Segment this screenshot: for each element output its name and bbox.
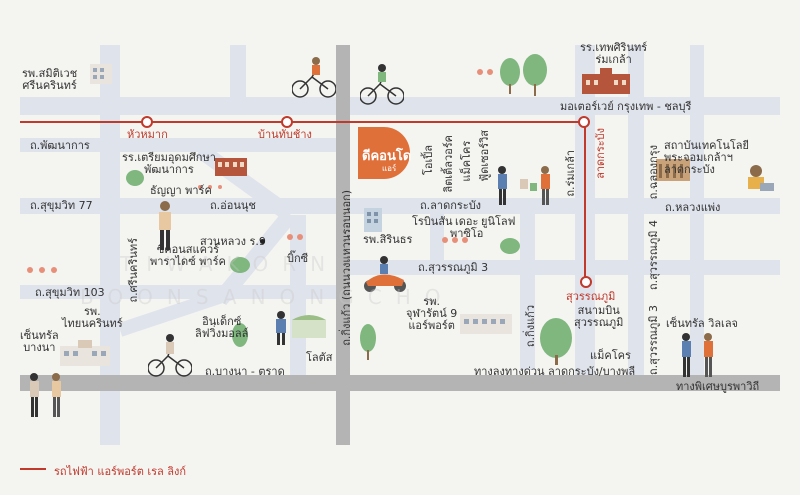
label-big-c: บิ๊กซี [287, 252, 309, 265]
couple-shopping-icon [682, 333, 713, 377]
road-phatthanakan [20, 138, 340, 152]
airport-rail-link [20, 121, 585, 123]
label-chularat9: รพ. จุฬารัตน์ 9 แอร์พอร์ต [406, 295, 458, 332]
road-kanchanaphisek [336, 45, 350, 445]
siriron-hospital-icon [364, 208, 382, 232]
label-station-hua-mak: หัวหมาก [127, 128, 168, 141]
label-on-nut: ถ.อ่อนนุช [210, 199, 256, 212]
label-thanya-park: ธัญญา พาร์ค [150, 184, 212, 197]
cyclist-icon [292, 57, 336, 98]
label-motorway: มอเตอร์เวย์ กรุงเทพ - ชลบุรี [560, 100, 692, 113]
label-bangna-trat: ถ.บางนา - ตราด [205, 365, 285, 378]
watermark: TIWAKORN [120, 252, 340, 276]
label-lat-krabang-road: ถ.ลาดกระบัง [420, 199, 482, 212]
label-lotus: โลตัส [306, 351, 333, 364]
road-upper-v [230, 45, 246, 105]
label-makro: แม็คโคร [590, 349, 631, 362]
label-airport: สนามบิน สุวรรณภูมิ [574, 304, 624, 329]
road-luang-phaeng-v [690, 45, 704, 375]
station-hua-mak[interactable] [141, 116, 153, 128]
label-index-living: อินเด็กซ์ ลิฟวิ่งมอลล์ [195, 315, 249, 340]
lotus-store-icon [292, 315, 326, 338]
label-romklao-road: ถ.ร่มเกล้า [564, 150, 577, 197]
suan-luang-dot [260, 239, 265, 244]
label-triam-udom: รร.เตรียมอุดมศึกษา พัฒนาการ [122, 151, 216, 176]
label-thai-nakarin: รพ. ไทยนครินทร์ [62, 305, 123, 330]
label-chalongkrung-road: ถ.ฉลองกรุง [647, 145, 660, 200]
road-sukhumvit103 [20, 285, 350, 299]
station-ban-thap-chang[interactable] [281, 116, 293, 128]
road-chalongkrung [628, 45, 644, 375]
label-robinson: โรบินสัน [412, 215, 453, 228]
label-suvarnabhumi3-road: ถ.สุวรรณภูมิ 3 [418, 261, 489, 274]
samitivej-hospital-icon [90, 64, 112, 84]
label-siriron-hospital: รพ.สิรินธร [363, 233, 413, 246]
label-expressway-exit: ทางลงทางด่วน ลาดกระบัง/บางพลี [474, 365, 636, 378]
label-kmitl: สถาบันเทคโนโลยี พระจอมเกล้าฯ ลาดกระบัง [664, 139, 749, 176]
label-station-ban-thap-chang: บ้านทับช้าง [258, 128, 312, 141]
label-suvarnabhumi4-road: ถ.สุวรรณภูมิ 4 [647, 220, 660, 291]
cyclist-3-icon [148, 334, 192, 377]
label-station-lat-krabang: ลาดกระบัง [594, 128, 607, 179]
label-luang-phaeng-road: ถ.หลวงแพ่ง [665, 201, 721, 214]
label-opera: โอเปิ้ล [422, 145, 435, 175]
airport-rail-link-branch [584, 121, 586, 281]
pedestrian-icon [159, 201, 171, 250]
label-sukhumvit77: ถ.สุขุมวิท 77 [30, 199, 93, 212]
cyclist-2-icon [360, 64, 404, 105]
label-suan-luang: สวนหลวง ร.9 [200, 235, 266, 248]
label-the-paseo: เดอะ พาซิโอ [450, 215, 484, 240]
label-samitivej: รพ.สมิติเวช ศรีนครินทร์ [22, 67, 78, 92]
watermark-2: BOONSANONGCHO [80, 285, 455, 309]
label-little-walk: ลิตเติ้ลวอร์ค [442, 135, 455, 193]
station-lat-krabang[interactable] [578, 116, 590, 128]
kmitl-building-icon [656, 159, 690, 181]
shoppers-icon [498, 166, 550, 205]
logo-subtitle: แอร์ [382, 164, 397, 173]
station-suvarnabhumi[interactable] [580, 276, 592, 288]
label-station-suvarnabhumi: สุวรรณภูมิ [566, 290, 616, 303]
label-thepsirin: รร.เทพศิรินทร์ ร่มเกล้า [580, 41, 648, 66]
label-burapha-withi: ทางพิเศษบูรพาวิถี [676, 380, 760, 393]
student-laptop-icon [748, 165, 774, 191]
legend-rail-label: รถไฟฟ้า แอร์พอร์ต เรล ลิงก์ [54, 465, 187, 478]
vendor-icon [276, 311, 286, 345]
d-condo-air-logo[interactable]: ดีคอนโด แอร์ [358, 127, 412, 179]
label-seacon: ซีคอนสแควร์ พาราไดซ์ พาร์ค [150, 243, 226, 268]
label-central-bangna: เซ็นทรัล บางนา [20, 329, 59, 354]
label-king-kaew-ring-road: ถ.กิ่งแก้ว (ถนนวงแหวนรอบนอก) [340, 190, 353, 346]
road-suvarnabhumi3-h [350, 260, 780, 275]
road-king-kaew-v [520, 205, 535, 370]
label-sukhumvit103: ถ.สุขุมวิท 103 [35, 286, 105, 299]
scooter-icon [364, 256, 406, 292]
label-srinakarin-road: ถ.ศรีนครินทร์ [127, 238, 140, 303]
label-king-kaew-road: ถ.กิ่งแก้ว [524, 305, 537, 348]
thepsirin-school-icon [582, 68, 630, 94]
road-lk-v [430, 205, 444, 265]
label-uniloft: ยูนิโลฟ [481, 215, 516, 228]
thai-nakarin-hospital-icon [60, 340, 110, 366]
label-suvarnabhumi3-vertical: ถ.สุวรรณภูมิ 3 [647, 305, 660, 376]
logo-title: ดีคอนโด [362, 149, 412, 164]
label-phatthanakan: ถ.พัฒนาการ [30, 139, 90, 152]
label-makro-food: แม็คโคร ฟู้ดเซอร์วิส [460, 130, 491, 182]
road-bangna-trat [20, 375, 780, 391]
triam-udom-school-icon [215, 158, 247, 176]
legend-rail-swatch [20, 468, 46, 470]
chularat-hospital-icon [460, 314, 512, 334]
label-central-village: เซ็นทรัล วิลเลจ [666, 317, 739, 330]
couple-walking-icon [30, 373, 61, 417]
